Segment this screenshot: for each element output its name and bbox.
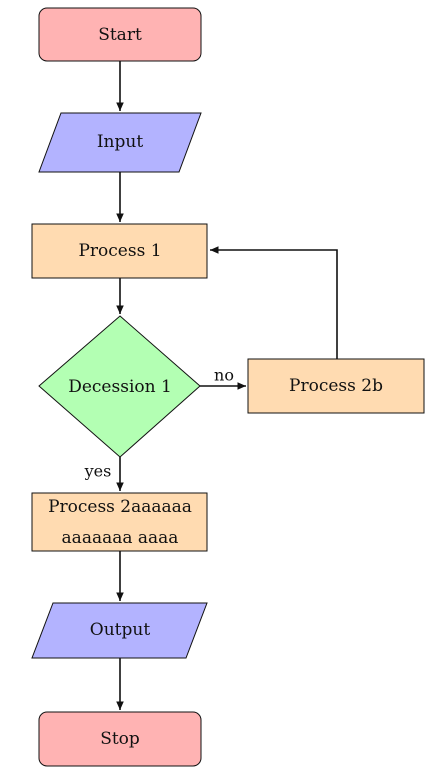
- start-terminal-shape: [38, 7, 202, 62]
- output-parallelogram-shape: [31, 602, 208, 659]
- edge-process2b-to-process1: [210, 246, 338, 359]
- process2b-node: Process 2b: [247, 358, 425, 414]
- stop-node: Stop: [38, 711, 202, 767]
- input-node: Input: [38, 112, 202, 173]
- stop-terminal-shape: [38, 711, 202, 767]
- decision1-diamond-shape: [38, 315, 201, 458]
- process1-shape: [31, 223, 208, 279]
- process2a-label-line2: aaaaaaa aaaa: [62, 528, 179, 548]
- start-label: Start: [98, 25, 142, 45]
- edge-label-yes: yes: [84, 462, 112, 481]
- start-node: Start: [38, 7, 202, 62]
- process1-label: Process 1: [78, 241, 161, 261]
- edge-label-no: no: [214, 366, 234, 385]
- process2a-shape: [31, 492, 208, 552]
- process2a-label-line1: Process 2aaaaaa: [48, 497, 192, 517]
- decision1-label: Decession 1: [68, 377, 172, 397]
- process2b-shape: [247, 358, 425, 414]
- decision1-node: Decession 1: [38, 315, 201, 458]
- stop-label: Stop: [100, 729, 140, 749]
- edges: [116, 61, 338, 710]
- input-label: Input: [97, 132, 143, 152]
- process2b-label: Process 2b: [289, 376, 383, 396]
- process1-node: Process 1: [31, 223, 208, 279]
- process2a-node: Process 2aaaaaa aaaaaaa aaaa: [31, 492, 208, 552]
- output-label: Output: [90, 620, 151, 640]
- output-node: Output: [31, 602, 208, 659]
- input-parallelogram-shape: [38, 112, 202, 173]
